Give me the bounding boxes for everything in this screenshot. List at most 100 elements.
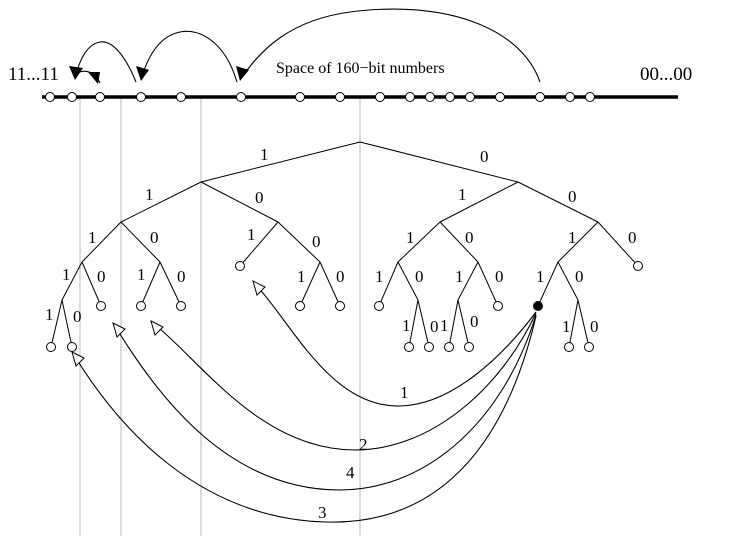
number-line-title: Space of 160−bit numbers [276,60,445,77]
tree-leaf [235,261,245,271]
number-line-node [295,92,305,102]
tree-edge-label: 0 [312,232,321,251]
top-arrows [69,8,541,84]
tree-edge-label: 0 [255,188,264,207]
lookup-labels: 1 24 3 [318,383,409,522]
tree-edge-label: 1 [406,228,415,247]
number-line-nodes [45,92,595,102]
tree-edge-label: 1 [455,267,464,286]
top-arrowhead [136,66,149,81]
tree-edge [517,181,599,223]
tree-leaf [96,301,106,311]
tree-edge [140,261,161,307]
tree-edge [200,181,279,223]
tree-edge-label: 0 [568,187,577,206]
tree-edge [120,221,161,263]
tree-edge [159,261,182,307]
tree-edge-label: 0 [97,267,106,286]
number-line-node [585,92,595,102]
top-arrowhead [236,66,249,81]
tree-edge-label: 1 [145,185,154,204]
tree-edge-label: 0 [150,228,159,247]
tree-edge [457,299,470,348]
tree-edge [439,221,479,263]
number-line-node [236,92,246,102]
tree-leaf [295,301,305,311]
tree-edge-label: 1 [62,265,71,284]
tree-leaf [493,301,503,311]
number-line-node [136,92,146,102]
tree-edge [477,261,499,307]
lookup-step-label: 4 [346,463,355,482]
number-line-node [375,92,385,102]
tree-edge [359,141,519,183]
number-line-left-label: 11...11 [8,64,59,85]
tree-edge-label: 1 [402,316,411,335]
tree-edge [439,181,519,223]
tree-edge [568,299,579,348]
tree-edge-label: 1 [88,228,97,247]
tree-leaf [404,342,414,352]
number-line-node [425,92,435,102]
tree-edge [397,221,441,263]
tree-edge-label: 0 [575,267,584,286]
lookup-step-label: 2 [359,435,368,454]
tree-edge-label: 0 [480,147,489,166]
tree-edge [408,299,419,348]
tree-leaf [374,301,384,311]
top-arc [140,30,238,83]
binary-tree-edges [50,141,639,348]
tree-edge-label: 0 [590,317,599,336]
tree-edge-label: 1 [297,267,306,286]
tree-leaf [67,342,77,352]
tree-leaf [464,342,474,352]
tree-leaf [335,301,345,311]
lookup-arc [73,315,537,523]
tree-leaf [136,301,146,311]
tree-edge-label: 1 [562,317,571,336]
lookup-arrowhead [112,322,126,338]
tree-edge [457,261,479,301]
tree-edge [397,261,419,301]
lookup-arrowhead [71,351,85,367]
tree-leaf [564,342,574,352]
binary-tree-leaves [46,261,643,352]
tree-edge-label: 0 [430,317,439,336]
tree-edge-label: 0 [465,228,474,247]
number-line-node [67,92,77,102]
lookup-step-label: 1 [400,383,409,402]
number-line-node [176,92,186,102]
number-line-node [495,92,505,102]
tree-edge-label: 1 [458,185,467,204]
lookup-arc [254,283,537,407]
tree-edge [239,221,279,267]
tree-edge-label: 0 [177,267,186,286]
tree-leaf [584,342,594,352]
tree-edge [417,299,430,348]
tree-edge [557,221,599,263]
lookup-step-label: 3 [318,503,327,522]
tree-edge-label: 0 [470,312,479,331]
tree-leaf [176,301,186,311]
tree-edge-label: 1 [247,225,256,244]
number-line-node [445,92,455,102]
tree-edge-label: 0 [628,228,637,247]
lookup-arc [152,312,537,451]
tree-leaf [46,342,56,352]
number-line-node [95,92,105,102]
tree-edge-label: 0 [415,267,424,286]
tree-leaf [444,342,454,352]
tree-edge-label: 0 [495,267,504,286]
tree-edge-label: 0 [336,267,345,286]
tree-leaf [633,261,643,271]
tree-edge [120,181,202,223]
source-node [533,301,543,311]
number-line-node [565,92,575,102]
number-line-node [465,92,475,102]
tree-edge [577,299,590,348]
tree-edge [299,261,321,307]
tree-edge [61,299,73,348]
tree-edge-label: 1 [568,228,577,247]
tree-edge [50,299,63,348]
